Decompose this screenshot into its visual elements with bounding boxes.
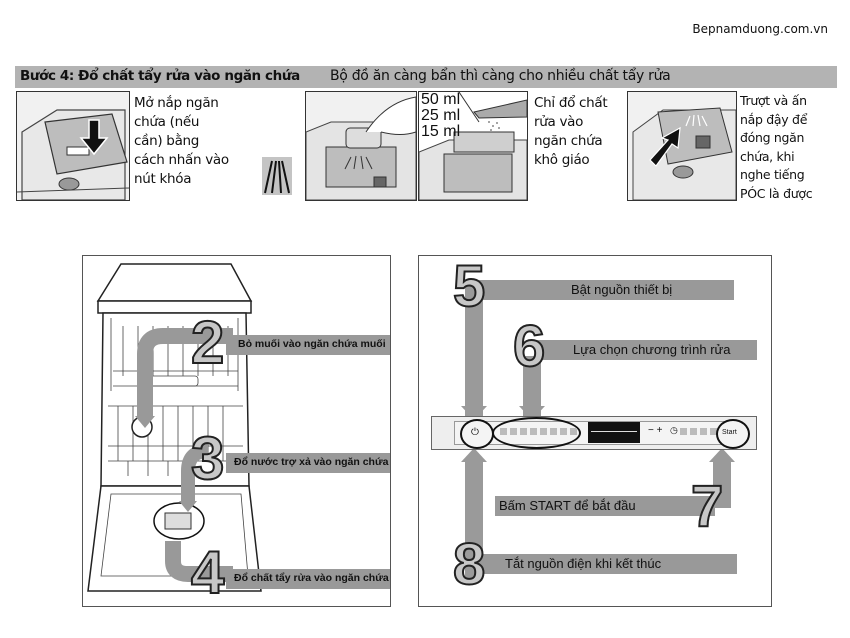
start-button[interactable]: Start (716, 419, 750, 449)
program-label-bar (537, 340, 757, 360)
program-button[interactable] (530, 428, 537, 435)
program-button[interactable] (540, 428, 547, 435)
step-4-label: Đổ chất tẩy rửa vào ngăn chứa (234, 572, 389, 584)
start-label-bar (495, 496, 715, 516)
step-pour-text: Chỉ đổ chất rửa vào ngăn chứa khô giáo (534, 95, 608, 168)
detergent-pour-illustration: 50 ml 25 ml 15 ml (418, 91, 528, 201)
power-off-label-bar (479, 554, 737, 574)
site-name: Bepnamduong.com.vn (692, 22, 828, 36)
step-7-arrow-icon (709, 448, 735, 462)
step-5-connector (465, 286, 483, 416)
power-on-label-bar (479, 280, 734, 300)
salt-label-bar (226, 335, 390, 355)
step-6-arrow-icon (519, 406, 545, 420)
program-button[interactable] (500, 428, 507, 435)
step-6-label: Lựa chọn chương trình rửa (573, 342, 731, 357)
program-selector-outline (492, 417, 581, 449)
program-button[interactable] (570, 428, 577, 435)
minus-plus-buttons[interactable]: − + (648, 425, 663, 436)
close-lid-illustration (627, 91, 737, 201)
step-open-lid-text: Mở nắp ngăn chứa (nếu cần) bằng cách nhấ… (134, 95, 229, 187)
dishwasher-illustration (87, 263, 262, 592)
step-6-connector (523, 356, 541, 416)
step-6-number: 6 (512, 314, 546, 379)
step-banner (15, 66, 837, 88)
step-7-connector (713, 458, 731, 508)
start-button-label: Start (722, 429, 737, 436)
down-arrow-icon (79, 119, 109, 156)
step-close-lid-text: Trượt và ấn nắp đậy để đóng ngăn chứa, k… (740, 93, 813, 201)
step-3-label: Đổ nước trợ xả vào ngăn chứa (234, 456, 389, 468)
step-subtitle: Bộ đồ ăn càng bẩn thì càng cho nhiều chấ… (330, 68, 671, 84)
open-lid-illustration (16, 91, 130, 201)
step-4-number: 4 (190, 539, 225, 606)
program-button[interactable] (510, 428, 517, 435)
timer-icon[interactable]: ◷ (670, 425, 678, 435)
step-8-number: 8 (452, 532, 486, 597)
step-7-number: 7 (690, 474, 724, 539)
step-5-number: 5 (452, 254, 486, 319)
up-arrow-icon (649, 126, 681, 167)
control-panel: Bật nguồn thiết bị Lựa chọn chương trình… (418, 255, 772, 607)
step-7-label: Bấm START để bắt đầu (499, 498, 636, 513)
measure-labels: 50 ml 25 ml 15 ml (421, 91, 461, 140)
detergent-label-bar (226, 569, 390, 589)
control-strip: ⏻ − + ◷ Start (431, 416, 757, 450)
detergent-symbol-icon (262, 157, 292, 195)
rinse-aid-label-bar (226, 453, 390, 473)
option-button[interactable] (700, 428, 707, 435)
step-5-arrow-icon (461, 406, 487, 420)
program-button[interactable] (560, 428, 567, 435)
program-buttons (500, 428, 577, 435)
option-button[interactable] (680, 428, 687, 435)
option-button[interactable] (690, 428, 697, 435)
program-button[interactable] (550, 428, 557, 435)
step-5-label: Bật nguồn thiết bị (571, 282, 673, 297)
step-3-number: 3 (190, 425, 225, 492)
power-icon: ⏻ (471, 427, 479, 438)
step-8-connector (465, 458, 483, 578)
step-2-number: 2 (190, 309, 225, 376)
display-screen (588, 422, 640, 443)
step-title: Bước 4: Đổ chất tẩy rửa vào ngăn chứa (20, 68, 300, 84)
step-8-arrow-icon (461, 448, 487, 462)
tablet-insert-illustration (305, 91, 417, 201)
option-button[interactable] (710, 428, 717, 435)
tablet-icon (345, 127, 382, 149)
program-button[interactable] (520, 428, 527, 435)
option-buttons (680, 428, 717, 435)
step-8-label: Tắt nguồn điện khi kết thúc (505, 556, 662, 571)
step-2-label: Bỏ muối vào ngăn chứa muối (238, 338, 386, 350)
dishwasher-panel: Bỏ muối vào ngăn chứa muối 2 Đổ nước trợ… (82, 255, 391, 607)
power-button[interactable]: ⏻ (460, 419, 494, 449)
